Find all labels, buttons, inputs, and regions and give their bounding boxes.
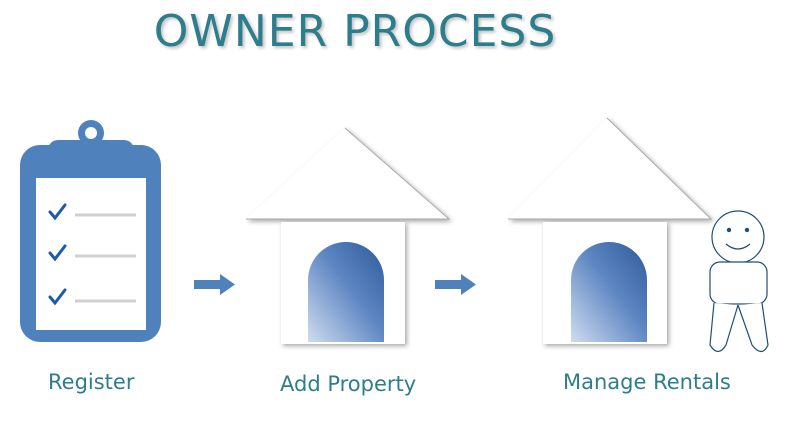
checklist-row — [48, 288, 136, 306]
house-with-person-icon — [508, 117, 769, 353]
door — [571, 242, 647, 342]
arrow-right-icon — [194, 274, 235, 295]
house-icon — [246, 127, 451, 344]
step-label-manage-rentals: Manage Rentals — [563, 370, 731, 394]
step-label-add-property: Add Property — [280, 372, 417, 396]
clipboard-checklist-icon — [20, 120, 161, 342]
person-icon — [709, 210, 769, 353]
checklist-row — [48, 203, 136, 221]
step-label-register: Register — [48, 370, 135, 394]
arrow-right-icon — [435, 274, 476, 295]
diagram-title: OWNER PROCESS — [153, 6, 557, 57]
door — [308, 242, 384, 342]
checklist-row — [48, 244, 136, 262]
